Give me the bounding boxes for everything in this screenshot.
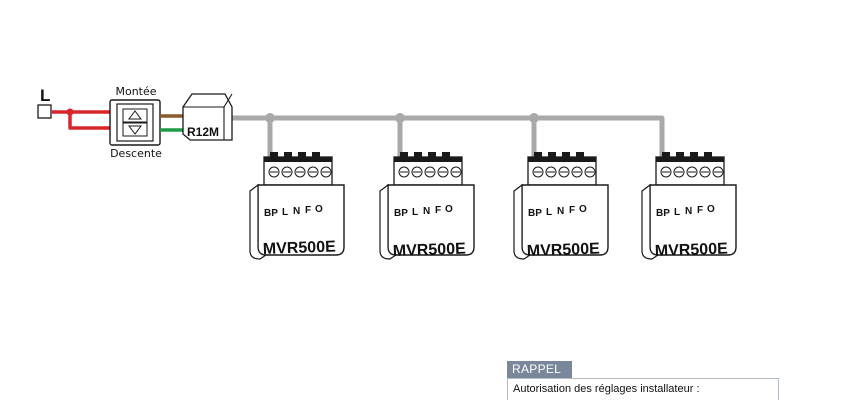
- rappel-box: RAPPEL Autorisation des réglages install…: [507, 361, 779, 400]
- module-2-terminal-n: N: [423, 206, 430, 217]
- module-4-terminal-o: O: [707, 204, 715, 215]
- down-arrow-icon: [128, 125, 142, 135]
- module-4-terminal-l: L: [674, 207, 680, 218]
- module-3-model: MVR500E: [527, 240, 601, 260]
- module-3-terminal-o: O: [579, 204, 587, 215]
- module-3-terminal-l: L: [546, 207, 552, 218]
- module-4-terminal-bp: BP: [656, 208, 670, 219]
- module-4-model: MVR500E: [655, 240, 729, 260]
- module-4-terminal-f: F: [697, 205, 703, 216]
- up-arrow-icon: [128, 110, 142, 120]
- rappel-text: Autorisation des réglages installateur :: [513, 383, 700, 395]
- module-1-terminal-l: L: [282, 207, 288, 218]
- module-2-terminal-bp: BP: [394, 208, 408, 219]
- red-wire: [51, 110, 110, 130]
- phase-label: L: [40, 86, 50, 105]
- rappel-body: Autorisation des réglages installateur :: [507, 378, 779, 400]
- module-1-terminal-f: F: [305, 205, 311, 216]
- module-2-model: MVR500E: [393, 240, 467, 260]
- module-4-terminal-n: N: [685, 206, 692, 217]
- module-1-terminal-n: N: [293, 206, 300, 217]
- switch-down-label: Descente: [110, 147, 162, 160]
- switch-up-label: Montée: [115, 85, 156, 98]
- module-3-terminal-f: F: [569, 205, 575, 216]
- phase-terminal: [37, 104, 52, 119]
- bus-junctions: [265, 113, 539, 123]
- module-2-terminal-f: F: [435, 205, 441, 216]
- module-2-terminal-l: L: [412, 207, 418, 218]
- module-2-terminal-o: O: [445, 204, 453, 215]
- r12m-relay: [182, 93, 233, 141]
- module-3-terminal-n: N: [557, 206, 564, 217]
- updown-switch: [109, 99, 161, 146]
- module-1-model: MVR500E: [263, 238, 337, 258]
- rappel-title: RAPPEL: [507, 361, 572, 378]
- module-3-terminal-bp: BP: [528, 208, 542, 219]
- red-junction: [66, 108, 74, 116]
- module-1-terminal-bp: BP: [264, 208, 278, 219]
- module-1-terminal-o: O: [315, 204, 323, 215]
- relay-label: R12M: [187, 125, 219, 139]
